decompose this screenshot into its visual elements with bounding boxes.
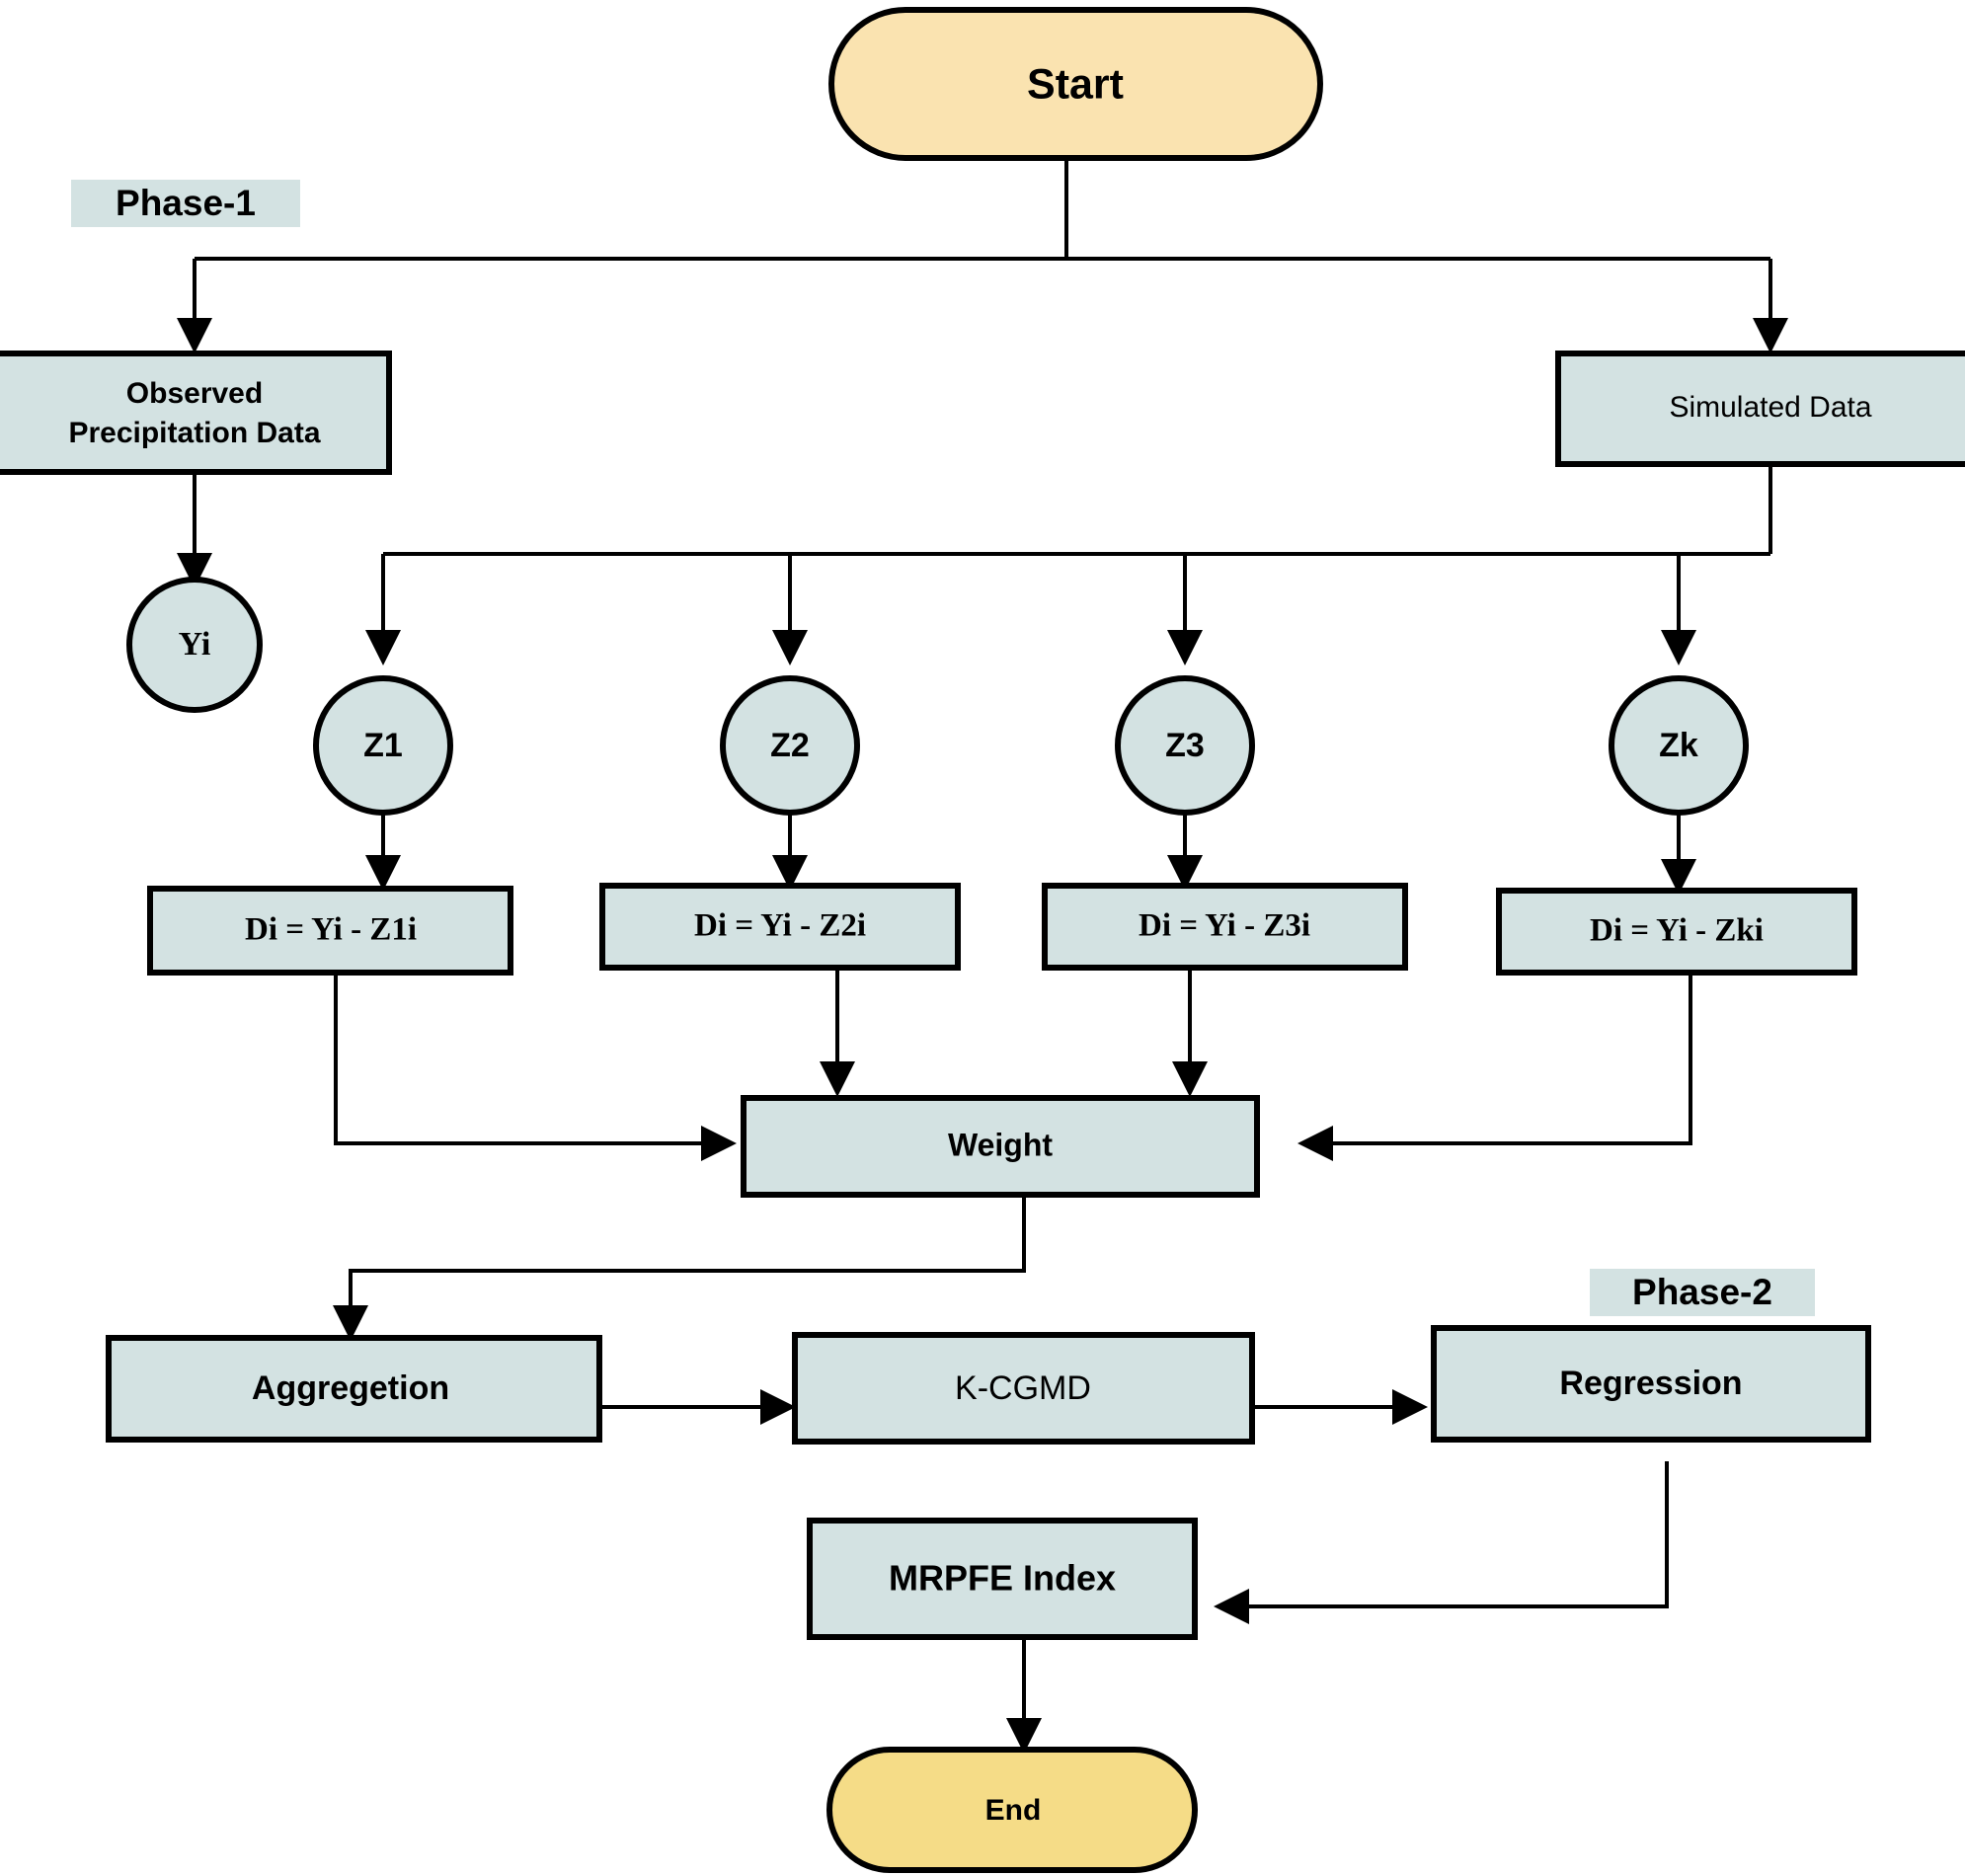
diff-box-zk-shape (1496, 888, 1857, 976)
regression-shape (1431, 1325, 1871, 1443)
connector-diffk-to-weight (1297, 973, 1692, 1161)
aggregation-shape (106, 1335, 602, 1443)
kcgmd-label: K-CGMD (955, 1369, 1091, 1407)
observed-label-line2: Precipitation Data (68, 417, 320, 449)
node-end[interactable]: End (826, 1747, 1198, 1873)
start-label: Start (1027, 60, 1124, 108)
node-aggregation[interactable]: Aggregetion (106, 1335, 602, 1443)
node-regression[interactable]: Regression (1431, 1325, 1871, 1443)
node-start[interactable]: Start (828, 7, 1323, 161)
diff-box-z3-shape (1042, 883, 1408, 971)
circle-z2[interactable]: Z2 (720, 675, 860, 816)
circle-zk-shape (1609, 675, 1749, 816)
phase-1-background (71, 180, 300, 227)
phase-2-text: Phase-2 (1632, 1272, 1772, 1312)
simulated-shape (1555, 351, 1965, 467)
circle-zk-label: Zk (1659, 727, 1698, 764)
node-mrpfe-index[interactable]: MRPFE Index (807, 1518, 1198, 1640)
node-weight[interactable]: Weight (741, 1095, 1260, 1198)
phase-1-label: Phase-1 (71, 180, 300, 227)
connector-diff1-to-weight (334, 973, 737, 1161)
diff-box-z2[interactable]: Di = Yi - Z2i (599, 883, 961, 971)
connector-weight-to-aggregation (333, 1195, 1026, 1341)
phase-1-text: Phase-1 (116, 183, 256, 223)
circle-z3-shape (1115, 675, 1255, 816)
circle-z2-shape (720, 675, 860, 816)
diff-box-zk-label: Di = Yi - Zki (1590, 913, 1764, 949)
phase-2-background (1590, 1269, 1815, 1316)
node-simulated-data[interactable]: Simulated Data (1555, 351, 1965, 467)
end-shape (826, 1747, 1198, 1873)
mrpfe-shape (807, 1518, 1198, 1640)
circle-z1-shape (313, 675, 453, 816)
kcgmd-shape (792, 1332, 1255, 1445)
diff-box-z1[interactable]: Di = Yi - Z1i (147, 886, 513, 976)
diff-box-z2-label: Di = Yi - Z2i (694, 908, 866, 944)
connector-regression-to-mrpfe (1214, 1461, 1669, 1624)
node-kcgmd[interactable]: K-CGMD (792, 1332, 1255, 1445)
diff-box-z3-label: Di = Yi - Z3i (1139, 908, 1310, 944)
observed-label-line1: Observed (126, 377, 263, 410)
circle-z1-label: Z1 (363, 727, 403, 764)
mrpfe-label: MRPFE Index (889, 1558, 1116, 1599)
circle-z1[interactable]: Z1 (313, 675, 453, 816)
diff-box-z1-shape (147, 886, 513, 976)
diff-box-z2-shape (599, 883, 961, 971)
circle-yi-label: Yi (179, 626, 211, 663)
circle-z2-label: Z2 (770, 727, 810, 764)
circle-z3-label: Z3 (1165, 727, 1205, 764)
circle-yi-shape (126, 577, 263, 713)
diff-box-z1-label: Di = Yi - Z1i (245, 912, 417, 948)
node-observed-precipitation-data[interactable]: Observed Precipitation Data (0, 351, 392, 475)
end-label: End (985, 1794, 1042, 1827)
start-shape (828, 7, 1323, 161)
simulated-label: Simulated Data (1669, 391, 1871, 424)
aggregation-label: Aggregetion (252, 1369, 449, 1407)
weight-shape (741, 1095, 1260, 1198)
circle-z3[interactable]: Z3 (1115, 675, 1255, 816)
circle-zk[interactable]: Zk (1609, 675, 1749, 816)
diff-box-zk[interactable]: Di = Yi - Zki (1496, 888, 1857, 976)
diff-box-z3[interactable]: Di = Yi - Z3i (1042, 883, 1408, 971)
circle-yi[interactable]: Yi (126, 577, 263, 713)
regression-label: Regression (1559, 1365, 1742, 1402)
phase-2-label: Phase-2 (1590, 1269, 1815, 1316)
observed-shape (0, 351, 392, 475)
weight-label: Weight (948, 1127, 1053, 1162)
